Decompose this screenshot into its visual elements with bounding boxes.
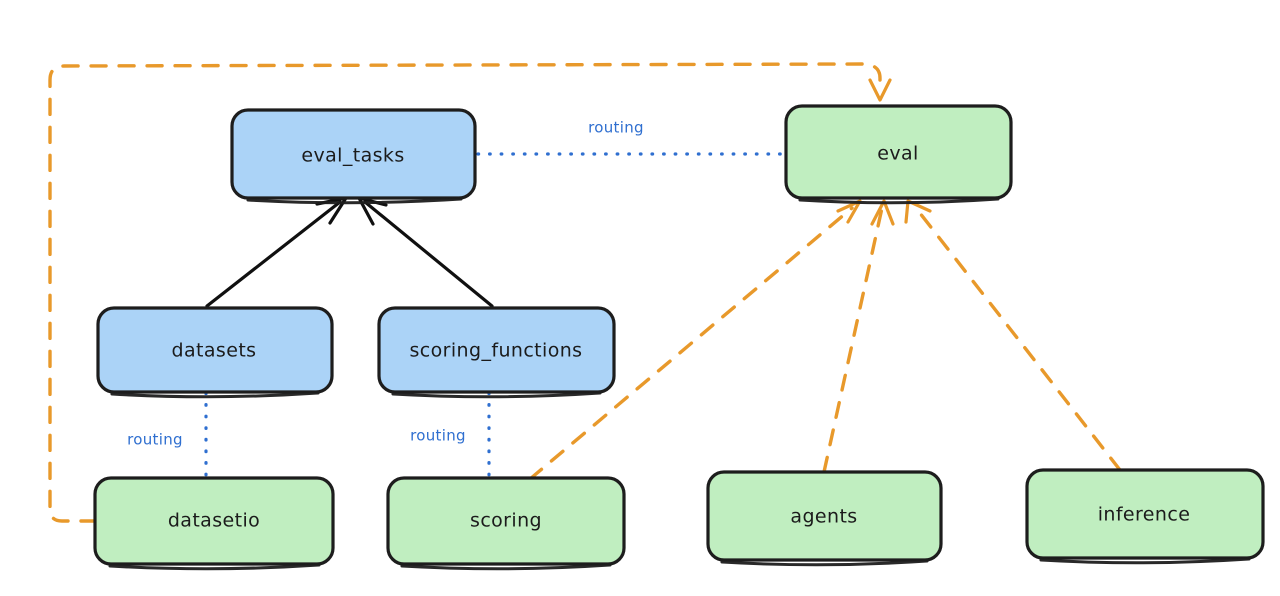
node-inference-box [1025,468,1265,560]
node-eval_tasks-sketch-underline [246,197,463,205]
node-eval_tasks-box [230,108,477,200]
edge-datasetio-eval[interactable] [48,62,892,523]
edge-agents-eval[interactable] [822,199,895,474]
node-scoring-box [386,476,626,566]
node-scoring_functions-box [377,306,616,394]
node-datasetio-box [93,476,335,566]
dependency-edges [48,62,1122,523]
node-datasets-sketch-underline [110,391,320,399]
node-agents-sketch-underline [720,559,929,567]
node-datasetio-sketch-underline [108,563,321,571]
edge-agents-eval-arrowhead [870,199,895,226]
node-agents-box [706,470,943,562]
edge-label-routing-datasetio: routing [127,431,183,449]
edge-scoring-eval-path [528,206,854,481]
routing-edges [204,152,786,479]
edge-inference-eval-arrowhead [904,199,932,224]
node-datasets[interactable]: datasets [96,306,334,399]
node-scoring_functions[interactable]: scoring_functions [377,306,616,399]
node-scoring-sketch-underline [400,563,612,571]
edge-scoring-functions-eval-tasks-path [363,200,494,308]
edge-datasets-eval-tasks[interactable] [205,196,348,308]
edge-label-routing-eval: routing [588,119,644,137]
node-datasets-box [96,306,334,394]
node-eval-label: eval [877,143,918,165]
node-datasetio-label: datasetio [168,510,260,532]
node-eval_tasks[interactable]: eval_tasks [230,108,477,205]
edge-inference-eval-path [914,206,1122,472]
node-inference[interactable]: inference [1025,468,1265,565]
node-agents[interactable]: agents [706,470,943,567]
node-eval-sketch-underline [798,197,1000,205]
edge-labels: routing routing routing [127,119,644,449]
node-datasets-label: datasets [172,340,257,362]
node-scoring[interactable]: scoring [386,476,626,571]
solid-edges [205,196,494,308]
edge-inference-eval[interactable] [904,199,1122,472]
node-inference-label: inference [1098,504,1191,526]
edge-datasetio-eval-path [48,62,882,523]
edge-datasets-eval-tasks-path [205,200,342,308]
node-eval[interactable]: eval [784,104,1013,205]
node-scoring_functions-sketch-underline [391,391,602,399]
node-datasetio[interactable]: datasetio [93,476,335,571]
edge-datasetio-eval-arrowhead [868,78,892,102]
edge-label-routing-scoring: routing [410,427,466,445]
node-inference-sketch-underline [1039,557,1251,565]
node-scoring_functions-label: scoring_functions [410,340,583,362]
node-agents-label: agents [790,506,857,528]
node-eval_tasks-label: eval_tasks [301,145,404,167]
edge-agents-eval-path [822,206,884,474]
node-scoring-label: scoring [470,510,542,532]
node-eval-box [784,104,1013,200]
edge-scoring-functions-eval-tasks[interactable] [357,196,494,308]
nodes: eval_tasks eval datasets scoring_functio… [93,104,1265,571]
